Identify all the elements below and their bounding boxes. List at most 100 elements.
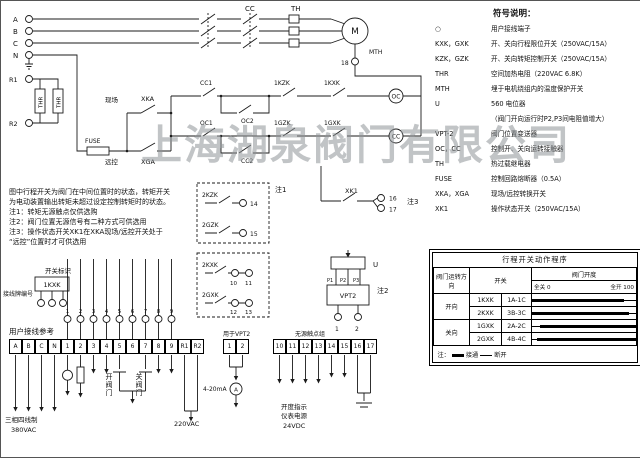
legend-sym: XK1 <box>435 205 449 213</box>
terminal-r1-label: R1 <box>9 76 18 84</box>
terminal-cell: C <box>35 339 48 354</box>
legend-desc: 开、关向行程限位开关（250VAC/15A） <box>491 40 611 48</box>
close-valve-button-label: 关阀门 <box>135 373 143 397</box>
gzk1-switch-label: 1GZK <box>274 120 292 127</box>
vpt2-terminal-strip: 1 2 <box>223 339 249 354</box>
terminal-cell: 15 <box>338 339 351 354</box>
legend-desc: 用户接线端子 <box>491 25 531 33</box>
plate-number-label: 接线牌编号 <box>3 290 33 298</box>
terminal-cell: R1 <box>178 339 191 354</box>
xga-label: XGA <box>141 158 155 166</box>
terminal-cell: 1 <box>223 339 236 354</box>
heater-thr1-label: THR <box>39 97 45 109</box>
legend-sym: U <box>435 100 440 108</box>
terminal-cell: 17 <box>364 339 377 354</box>
terminal-13-label: 13 <box>245 310 252 316</box>
heater-thr2-label: THR <box>57 97 63 109</box>
terminal-cell: R2 <box>191 339 204 354</box>
coil-oc-label: OC <box>392 94 401 101</box>
contact-state-bar <box>532 296 636 305</box>
terminal-r2-label: R2 <box>9 120 18 128</box>
mth-label: MTH <box>369 49 382 56</box>
gxk2-switch-label: 2GXK <box>202 292 220 299</box>
legend-desc: 560 电位器 <box>491 100 526 108</box>
terminal-a-label: A <box>13 16 18 24</box>
coil-cc-label: CC <box>392 134 400 141</box>
terminal-4-label: 4 <box>105 309 109 315</box>
kxk1-switch-label: 1KXK <box>324 80 341 87</box>
schematic-labels: A B C N R1 R2 THR THR CC TH M MTH 18 FUS… <box>3 5 418 434</box>
notes-line: 图中行程开关为阀门在中间位置时的状态，转矩开关 <box>9 188 170 196</box>
terminal-cell: 5 <box>113 339 126 354</box>
terminal-1-label: 1 <box>66 309 70 315</box>
terminal-10-label: 10 <box>230 281 237 287</box>
oc2-contact-label: OC2 <box>241 118 254 125</box>
col-direction: 阀门运转方向 <box>433 267 470 294</box>
gzk2-switch-label: 2GZK <box>202 222 220 229</box>
terminal-7-label: 7 <box>144 309 148 315</box>
terminal-8-label: 8 <box>157 309 161 315</box>
p2-label: P2 <box>340 278 346 284</box>
terminal-9-label: 9 <box>170 309 174 315</box>
full-closed-label: 全关 0 <box>534 285 551 291</box>
ammeter-letter: A <box>234 388 238 394</box>
ma-signal-label: 4-20mA <box>203 386 227 393</box>
terminal-cell: 11 <box>286 339 299 354</box>
open-sample-icon <box>480 354 493 356</box>
potentiometer-u-label: U <box>373 261 378 269</box>
xk1-switch-label: XK1 <box>345 187 358 195</box>
open-label: 断开 <box>494 352 507 359</box>
legend-desc: 热过载继电器 <box>491 160 531 168</box>
note3-text: 注3：操作状态开关XK1在XKA现场/远控开关处于 <box>9 228 163 236</box>
switch-id-label: 开关标识 <box>45 266 72 275</box>
terminal-b-label: B <box>13 28 18 36</box>
example-switch-label: 1KXK <box>43 281 61 289</box>
oc1-contact-label: OC1 <box>200 120 213 127</box>
power-voltage-label: 380VAC <box>11 426 37 434</box>
legend-title: 符号说明： <box>493 9 536 19</box>
terminal-symbol-icon: ○ <box>435 25 441 33</box>
wiring-lines <box>15 13 422 417</box>
local-label: 现场 <box>105 95 119 104</box>
kxk2-switch-label: 2KXK <box>202 262 219 269</box>
cc2-contact-label: CC2 <box>241 158 253 165</box>
legend-desc: 埋于电机绕组内的温度保护开关 <box>491 85 584 93</box>
col-switch: 开关 <box>469 267 532 294</box>
terminal-cell: 2 <box>236 339 249 354</box>
legend-sym: KZK，GZK <box>435 55 469 63</box>
legend-sym <box>431 112 491 127</box>
terminal-6-label: 6 <box>131 309 135 315</box>
dir-close-cell: 关向 <box>433 319 470 346</box>
table-note: 注：接通断开 <box>433 345 637 362</box>
terminal-cell: 13 <box>312 339 325 354</box>
terminal-18-label: 18 <box>341 60 349 67</box>
ammeter-icon <box>229 382 243 396</box>
p3-label: P3 <box>353 278 359 284</box>
legend-sym: XKA，XGA <box>435 190 469 198</box>
terminal-circles <box>25 15 404 396</box>
dir-open-cell: 开向 <box>433 293 470 320</box>
legend-sym: FUSE <box>435 175 452 183</box>
coil-cc-symbol <box>388 128 404 144</box>
row-switch: 1GXK <box>469 319 502 333</box>
terminal-cell: 1 <box>61 339 74 354</box>
coil-oc-symbol <box>388 88 404 104</box>
contactor-cc-label: CC <box>245 5 255 13</box>
terminal-15-label: 15 <box>250 231 258 238</box>
fuse-label: FUSE <box>85 138 101 145</box>
opening-indicator-label: 开度指示 <box>281 402 308 411</box>
legend-desc: 开、关向转矩控制开关（250VAC/15A） <box>491 55 611 63</box>
legend-desc: 空间加热电阻（220VAC 6.8K） <box>491 70 587 78</box>
cc1-contact-label: CC1 <box>200 80 212 87</box>
row-switch: 2KXK <box>469 306 502 320</box>
legend-desc: 控制开、关向运转接触器 <box>491 145 564 153</box>
junction-dots <box>125 94 271 153</box>
lamp-icon <box>62 369 73 381</box>
gxk1-switch-label: 1GXK <box>324 120 342 127</box>
motor-symbol <box>341 17 369 45</box>
legend-sym: MTH <box>435 85 450 93</box>
row-switch: 2GXK <box>469 332 502 346</box>
terminal-cell: 10 <box>273 339 286 354</box>
note1-ref: 注1 <box>275 185 286 194</box>
